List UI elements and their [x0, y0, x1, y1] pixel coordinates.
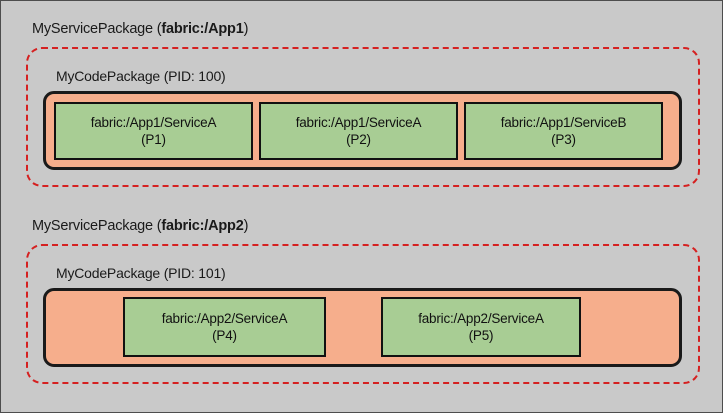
- service-replica-p4: fabric:/App2/ServiceA (P4): [123, 297, 326, 357]
- application-boundary-app2: [26, 244, 700, 384]
- service-replica-p1: fabric:/App1/ServiceA (P1): [54, 102, 253, 160]
- service-process-p4: (P4): [212, 328, 237, 343]
- service-name-p5: fabric:/App2/ServiceA: [418, 310, 544, 326]
- service-name-p2: fabric:/App1/ServiceA: [295, 114, 422, 130]
- service-package-suffix-app1: ): [243, 21, 249, 37]
- service-replica-p5: fabric:/App2/ServiceA (P5): [381, 297, 581, 357]
- service-process-p5: (P5): [468, 328, 494, 343]
- service-package-name-app2: fabric:/App2: [161, 218, 244, 234]
- service-process-p1: (P1): [141, 132, 166, 147]
- service-replica-p2: fabric:/App1/ServiceA (P2): [259, 102, 458, 160]
- service-replica-p3: fabric:/App1/ServiceB (P3): [464, 102, 663, 160]
- service-name-p3: fabric:/App1/ServiceB: [500, 114, 627, 130]
- service-package-label-app2: MyServicePackage (fabric:/App2): [32, 219, 248, 234]
- service-package-suffix-app2: ): [243, 218, 249, 234]
- service-package-prefix-app2: MyServicePackage (: [32, 218, 162, 234]
- application-boundary-app1: [26, 47, 700, 187]
- service-process-p3: (P3): [551, 132, 576, 147]
- service-package-prefix-app1: MyServicePackage (: [32, 21, 162, 37]
- code-package-label-app2: MyCodePackage (PID: 101): [56, 265, 226, 281]
- service-name-p4: fabric:/App2/ServiceA: [161, 310, 288, 326]
- service-process-p2: (P2): [346, 132, 371, 147]
- service-package-label-app1: MyServicePackage (fabric:/App1): [32, 22, 248, 37]
- service-package-name-app1: fabric:/App1: [161, 21, 244, 37]
- code-package-label-app1: MyCodePackage (PID: 100): [56, 68, 226, 84]
- service-name-p1: fabric:/App1/ServiceA: [90, 114, 217, 130]
